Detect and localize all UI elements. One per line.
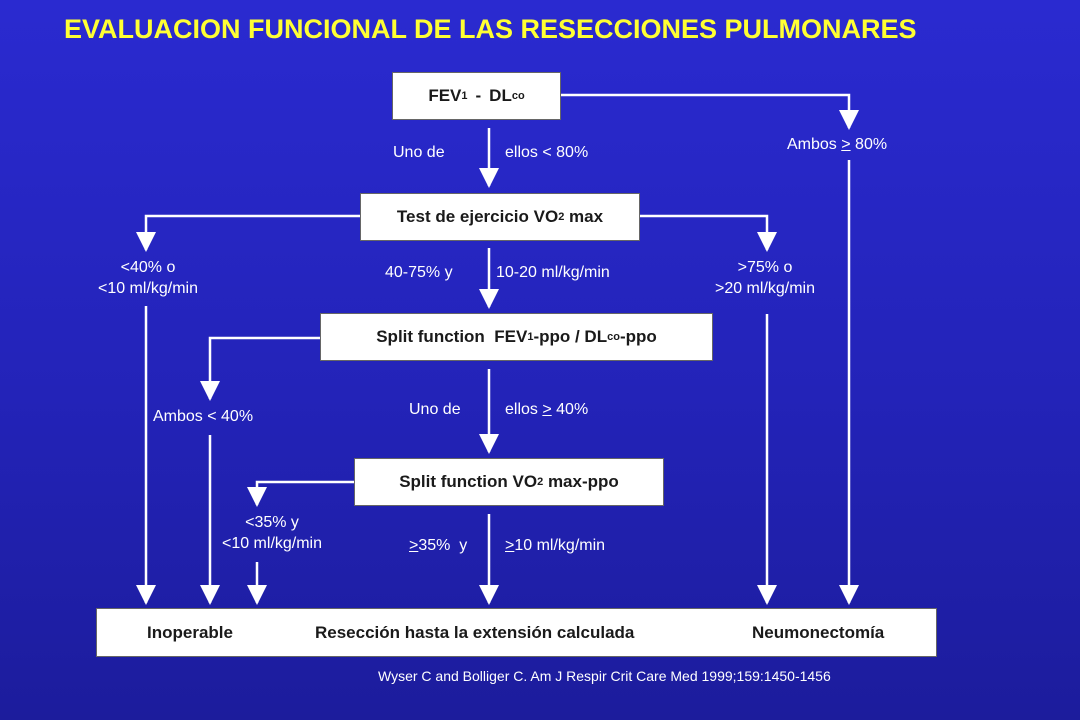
outcome-neumonectomia: Neumonectomía: [752, 623, 885, 642]
label-gt35: >35% y: [409, 537, 468, 554]
arrow-split2-to-lt35: [247, 480, 354, 507]
arrow-test-to-gt75: [640, 214, 777, 252]
label-ambos-80: Ambos > 80%: [787, 136, 888, 153]
slide-title: EVALUACION FUNCIONAL DE LAS RESECCIONES …: [64, 14, 917, 44]
citation: Wyser C and Bolliger C. Am J Respir Crit…: [378, 668, 831, 684]
outcomes-bar: Inoperable Resección hasta la extensión …: [96, 608, 937, 657]
label-lt40: <40% o <10 ml/kg/min: [97, 259, 199, 297]
label-gt75: >75% o >20 ml/kg/min: [714, 259, 816, 297]
label-uno-de-2: Uno de: [409, 401, 461, 418]
outcome-reseccion: Resección hasta la extensión calculada: [315, 623, 635, 642]
outcome-inoperable: Inoperable: [147, 623, 233, 642]
arrow-split1-to-ambos40: [200, 336, 320, 401]
label-lt35: <35% y <10 ml/kg/min: [221, 514, 323, 552]
label-ellos-80: ellos < 80%: [505, 144, 589, 161]
label-ellos-40: ellos > 40%: [505, 401, 589, 418]
label-uno-de-1: Uno de: [393, 144, 445, 161]
arrow-fev-to-ambos80: [561, 93, 859, 130]
label-gt10: >10 ml/kg/min: [505, 537, 606, 554]
label-range-10-20: 10-20 ml/kg/min: [496, 264, 610, 281]
label-ambos-40: Ambos < 40%: [153, 408, 254, 425]
label-range-40-75: 40-75% y: [385, 264, 453, 281]
arrow-test-to-lt40: [136, 214, 360, 252]
